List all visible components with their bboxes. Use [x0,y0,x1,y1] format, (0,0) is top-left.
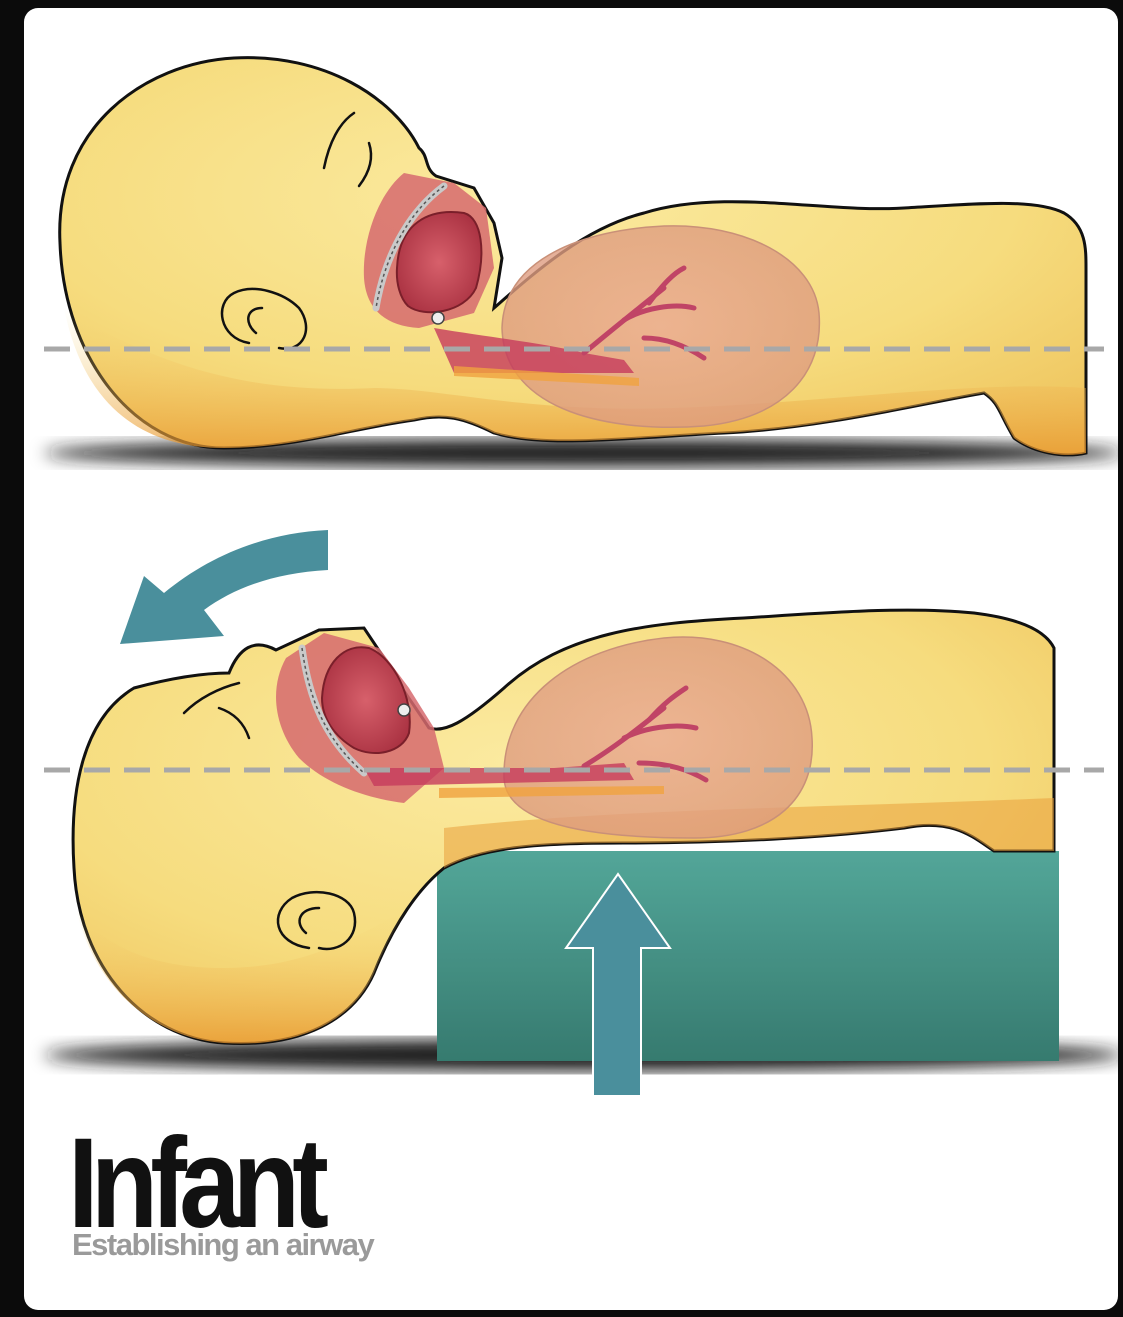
bottom-infant-figure [44,610,1118,1071]
top-lung [502,226,819,427]
curved-arrow-left-icon [120,530,328,644]
top-epiglottis [432,312,444,324]
top-infant-figure [44,58,1118,467]
page-subtitle: Establishing an airway [72,1228,373,1262]
poster-card: Infant Establishing an airway [24,8,1118,1310]
bottom-epiglottis [398,704,410,716]
